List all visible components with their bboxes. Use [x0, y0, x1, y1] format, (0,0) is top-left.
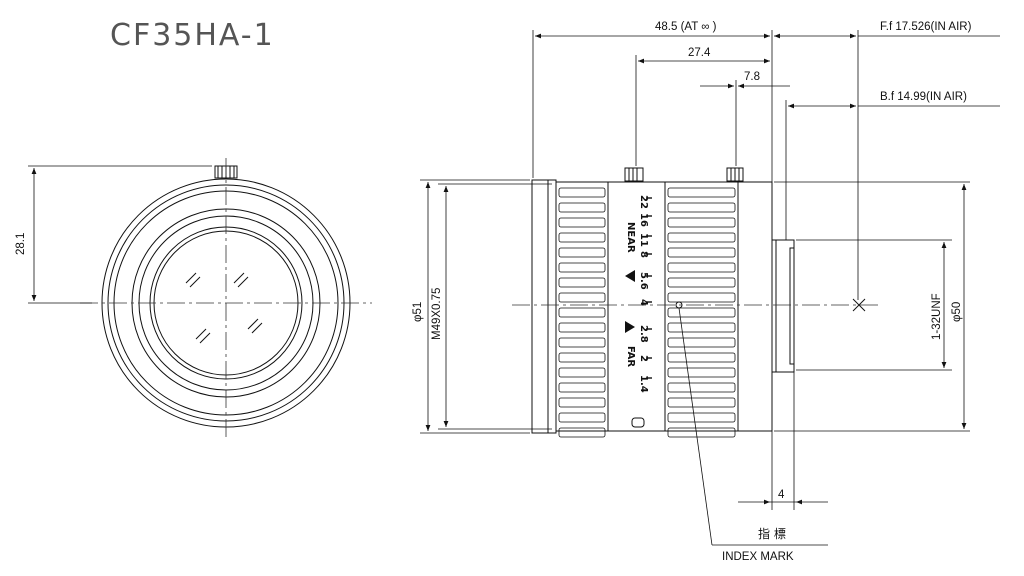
knurl-groove [558, 292, 606, 303]
knurl-groove [667, 187, 736, 198]
f-4: 4 [638, 299, 649, 306]
knurl-groove [558, 427, 606, 438]
knurl-groove [558, 277, 606, 288]
knurl-groove [558, 322, 606, 333]
mount [771, 239, 795, 373]
length-27-label: 27.4 [688, 47, 711, 59]
knurl-groove [667, 322, 736, 333]
left-dimensions [420, 179, 552, 434]
mount-thread [789, 247, 795, 365]
knurl-groove [558, 412, 606, 423]
f-8: 8 [638, 251, 649, 258]
knurl-groove [667, 397, 736, 408]
filter-thread-label: M49X0.75 [431, 288, 443, 340]
f-1-4: 1.4 [638, 375, 649, 393]
focus-ring [555, 181, 609, 432]
knurl-groove [667, 262, 736, 273]
screw-height-dimension [28, 165, 212, 304]
f-22: 22 [638, 195, 649, 209]
drawing-title: CF35HA-1 [110, 18, 275, 53]
outer-dia-label: φ51 [412, 302, 424, 322]
index-mark-leader [678, 307, 828, 546]
aperture-scale: 22 16 11 8 5.6 4 2.8 2 1.4 NEAR FAR [625, 195, 652, 393]
knurl-groove [667, 202, 736, 213]
front-cap [531, 179, 557, 434]
knurl-groove [667, 337, 736, 348]
knurl-groove [667, 427, 736, 438]
length-7-label: 7.8 [744, 71, 760, 83]
knurl-groove [558, 262, 606, 273]
right-dimensions [774, 181, 970, 432]
overall-length-label: 48.5 (AT ∞ ) [655, 21, 717, 33]
knurl-groove [558, 397, 606, 408]
knurl-groove [558, 247, 606, 258]
knurl-groove [667, 277, 736, 288]
f-5-6: 5.6 [638, 272, 649, 290]
flange-focal-label: F.f 17.526(IN AIR) [880, 21, 972, 33]
knurl-groove [558, 187, 606, 198]
knurl-groove [558, 202, 606, 213]
f-2: 2 [638, 355, 649, 362]
far-arrow-icon [625, 321, 635, 333]
top-dimensions [532, 30, 1000, 510]
knurl-groove [558, 337, 606, 348]
side-view [531, 167, 795, 434]
knurl-groove [667, 412, 736, 423]
index-mark-kanji: 指 標 [758, 526, 786, 541]
knurl-groove [667, 307, 736, 318]
knurling [558, 187, 736, 438]
mount-thread-label: 1-32UNF [931, 293, 943, 340]
knurl-groove [667, 232, 736, 243]
knurl-groove [558, 307, 606, 318]
knurl-groove [667, 382, 736, 393]
mount-depth-label: 4 [778, 489, 785, 501]
f-16: 16 [638, 213, 649, 227]
knurl-groove [667, 292, 736, 303]
back-focal-label: B.f 14.99(IN AIR) [880, 91, 967, 103]
near-label: NEAR [625, 222, 636, 253]
knurl-groove [558, 382, 606, 393]
screw-height-label: 28.1 [15, 233, 27, 255]
near-arrow-icon [625, 270, 635, 282]
f-2-8: 2.8 [638, 325, 649, 343]
screw-slot [631, 417, 645, 428]
far-label: FAR [625, 346, 636, 367]
knurl-groove [667, 217, 736, 228]
index-mark-label: INDEX MARK [722, 551, 794, 563]
knurl-groove [558, 367, 606, 378]
rear-body [737, 181, 773, 432]
knurl-groove [667, 367, 736, 378]
focal-point-mark [852, 298, 866, 312]
knurl-groove [558, 232, 606, 243]
f-11: 11 [638, 233, 649, 247]
body-dia-label: φ50 [951, 302, 963, 322]
knurl-groove [558, 217, 606, 228]
knurl-groove [667, 247, 736, 258]
knurl-groove [667, 352, 736, 363]
aperture-knob [624, 167, 644, 182]
front-center-lines [80, 158, 372, 440]
aperture-scale-band [607, 181, 666, 432]
knurl-groove [558, 352, 606, 363]
